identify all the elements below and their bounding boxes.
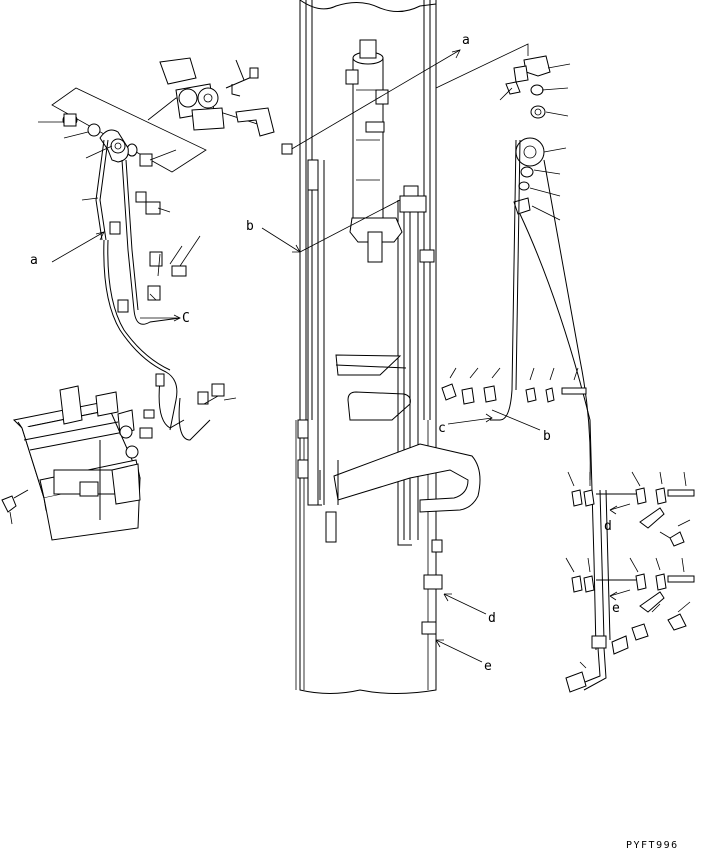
label-a-left: a: [30, 253, 38, 268]
label-d: d: [488, 611, 496, 626]
label-e: e: [484, 659, 492, 674]
label-d-right: d: [604, 519, 612, 534]
drawing-code: PYFT996: [626, 840, 679, 850]
label-b-left: b: [246, 219, 254, 234]
mast-assembly: [295, 0, 481, 694]
callout-arrows: [51, 43, 631, 663]
label-b-right: b: [543, 429, 551, 444]
upper-pulley-bracket-assembly: [38, 57, 275, 431]
callout-labels: a a b b C c d e d e PYFT996: [30, 33, 679, 850]
label-e-right: e: [612, 601, 620, 616]
carriage-assembly: [1, 373, 237, 541]
label-c-right: c: [438, 421, 446, 436]
lower-right-bracket-assembly: [565, 471, 695, 693]
label-c-left: C: [182, 311, 190, 326]
upper-right-pulley-assembly: [441, 55, 597, 651]
label-a-top: a: [462, 33, 470, 48]
